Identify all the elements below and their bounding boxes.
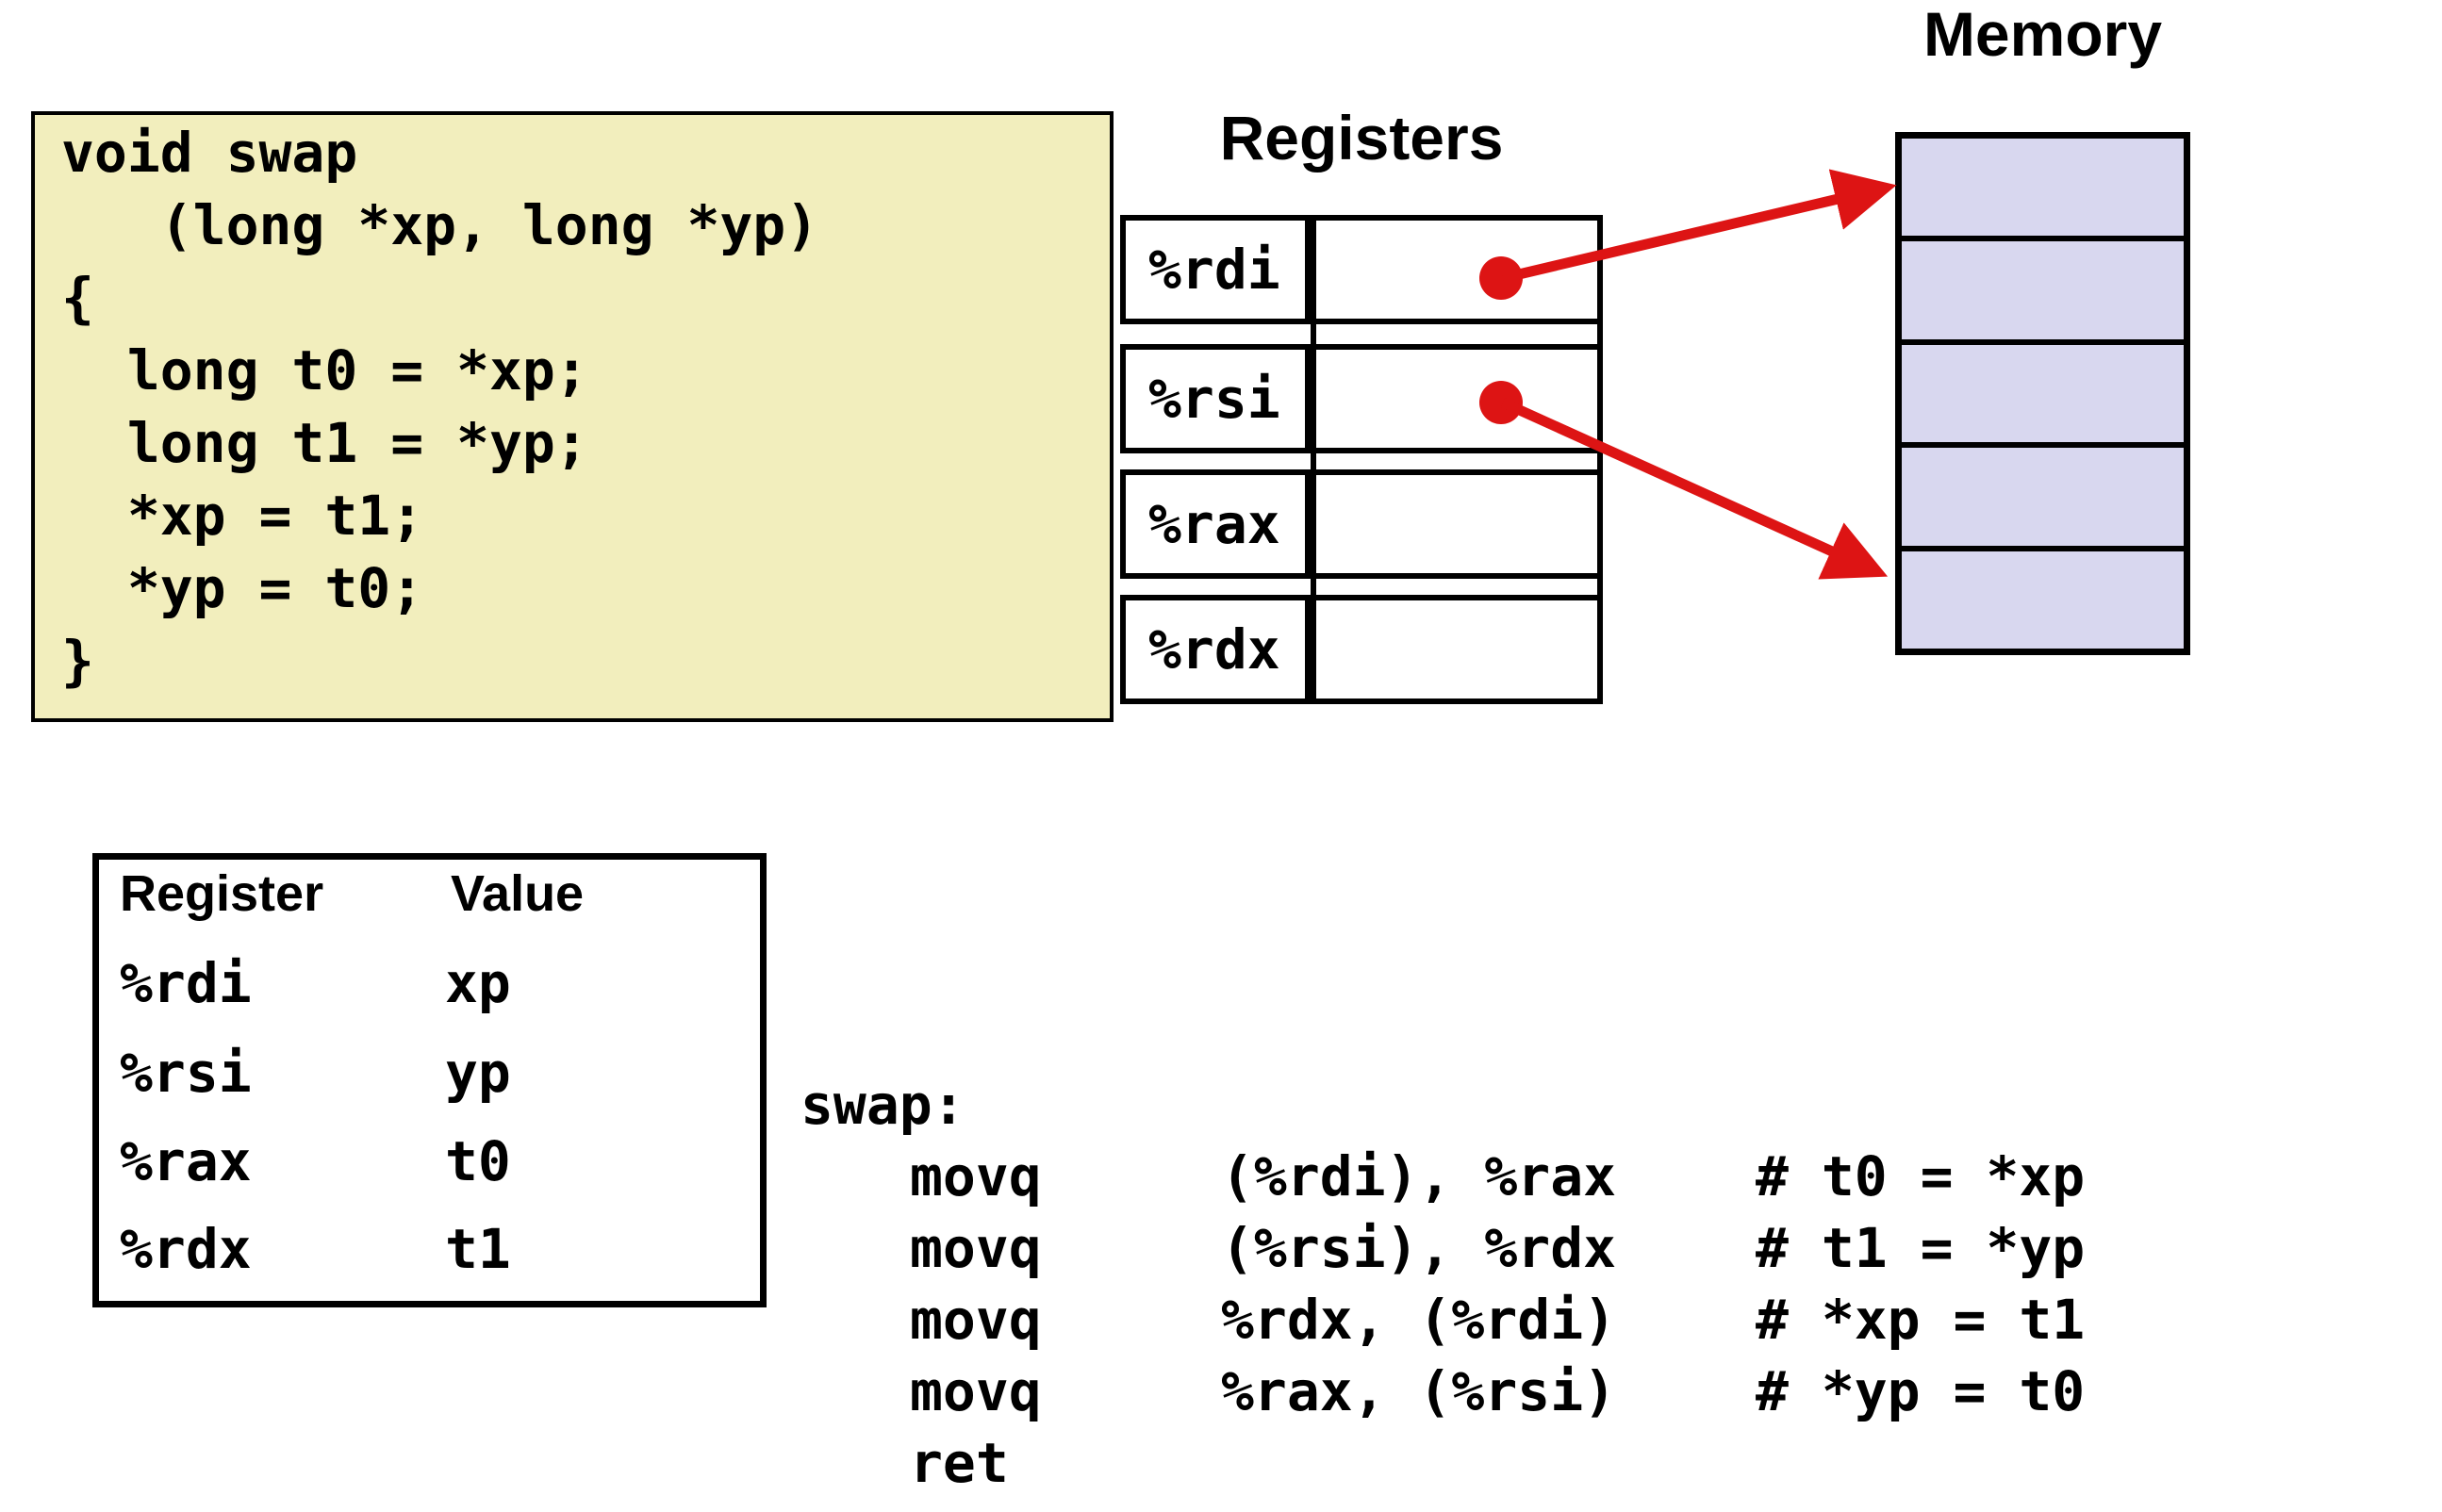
- table-row-rdi: %rdi xp: [0, 947, 2442, 1019]
- register-label-rdi: %rdi: [1126, 221, 1311, 319]
- register-row-rdx: %rdx: [1120, 595, 1603, 704]
- asm-label-line: swap:: [0, 1069, 2442, 1141]
- table-row-rax: %rax t0: [0, 1126, 2442, 1197]
- asm-operands: (%rdi), %rax: [1221, 1144, 1617, 1208]
- asm-comment: # *xp = t1: [1756, 1288, 2086, 1352]
- table-header-value: Value: [451, 865, 585, 922]
- table-header-register: Register: [120, 865, 324, 922]
- asm-opcode: ret: [910, 1431, 1009, 1495]
- asm-instruction-line: movq (%rdi), %rax # t0 = *xp: [0, 1141, 2442, 1212]
- asm-opcode: movq: [910, 1359, 1042, 1423]
- register-row-rax: %rax: [1120, 469, 1603, 579]
- table-cell-register: %rsi: [120, 1041, 252, 1105]
- asm-opcode: movq: [910, 1288, 1042, 1352]
- asm-instruction-line: ret: [0, 1427, 2442, 1499]
- table-cell-value: xp: [445, 951, 511, 1015]
- memory-cell-2: [1902, 241, 2184, 345]
- table-cell-value: t1: [445, 1217, 511, 1281]
- asm-comment: # t0 = *xp: [1756, 1144, 2086, 1208]
- register-row-rdi: %rdi: [1120, 215, 1603, 324]
- register-divider-line: [1311, 215, 1316, 704]
- memory-box: [1895, 132, 2190, 655]
- table-row-rdx: %rdx t1: [0, 1213, 2442, 1285]
- asm-operands: (%rsi), %rdx: [1221, 1216, 1617, 1280]
- rdi-pointer-dot: [1479, 256, 1523, 300]
- rsi-pointer-dot: [1479, 381, 1523, 424]
- table-cell-register: %rdx: [120, 1217, 252, 1281]
- asm-opcode: movq: [910, 1216, 1042, 1280]
- memory-cell-5: [1902, 551, 2184, 649]
- table-cell-register: %rax: [120, 1129, 252, 1193]
- table-cell-value: yp: [445, 1041, 511, 1105]
- table-header-row: Register Value: [0, 858, 2442, 929]
- table-cell-register: %rdi: [120, 951, 252, 1015]
- memory-cell-4: [1902, 448, 2184, 551]
- asm-instruction-line: movq %rdx, (%rdi) # *xp = t1: [0, 1284, 2442, 1356]
- register-value-table: [92, 853, 767, 1307]
- c-code-box: void swap (long *xp, long *yp) { long t0…: [31, 111, 1114, 722]
- asm-comment: # t1 = *yp: [1756, 1216, 2086, 1280]
- memory-title: Memory: [1922, 0, 2163, 69]
- table-row-rsi: %rsi yp: [0, 1037, 2442, 1109]
- table-cell-value: t0: [445, 1129, 511, 1193]
- asm-operands: %rax, (%rsi): [1221, 1359, 1617, 1423]
- asm-operands: %rdx, (%rdi): [1221, 1288, 1617, 1352]
- memory-cell-1: [1902, 139, 2184, 242]
- asm-opcode: movq: [910, 1144, 1042, 1208]
- registers-title: Registers: [1219, 103, 1504, 173]
- register-row-rsi: %rsi: [1120, 344, 1603, 453]
- memory-cell-3: [1902, 344, 2184, 449]
- asm-function-label: swap:: [800, 1073, 965, 1137]
- register-label-rdx: %rdx: [1126, 600, 1311, 698]
- register-right-line: [1597, 215, 1603, 704]
- register-label-rsi: %rsi: [1126, 350, 1311, 448]
- asm-comment: # *yp = t0: [1756, 1359, 2086, 1423]
- register-label-rax: %rax: [1126, 475, 1311, 573]
- c-code-text: void swap (long *xp, long *yp) { long t0…: [61, 121, 819, 693]
- asm-instruction-line: movq (%rsi), %rdx # t1 = *yp: [0, 1212, 2442, 1284]
- asm-instruction-line: movq %rax, (%rsi) # *yp = t0: [0, 1356, 2442, 1427]
